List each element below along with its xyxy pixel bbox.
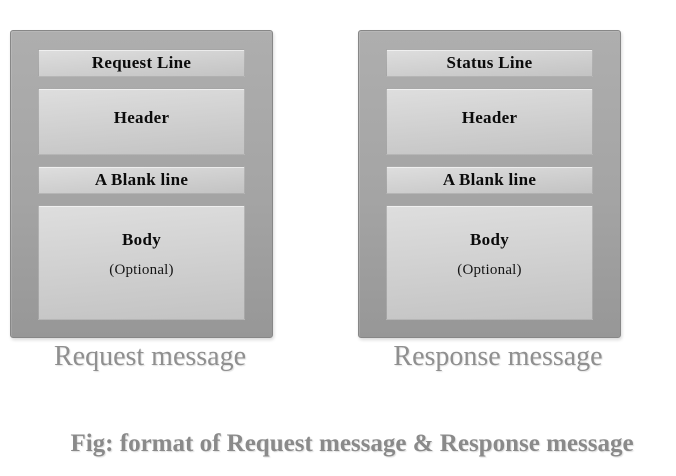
blank-line-box: A Blank line [386, 166, 593, 194]
request-message-panel: Request Line Header A Blank line Body (O… [10, 30, 273, 338]
status-line-label: Status Line [446, 53, 533, 72]
header-label: Header [113, 107, 170, 127]
header-box: Header [38, 88, 245, 155]
response-message-caption: Response message [393, 341, 603, 372]
body-box: Body (Optional) [38, 205, 245, 320]
body-label: Body [470, 230, 509, 249]
request-line-label: Request Line [91, 53, 192, 72]
body-box: Body (Optional) [386, 205, 593, 320]
body-optional-note: (Optional) [457, 262, 522, 278]
body-optional-note: (Optional) [109, 262, 174, 278]
blank-line-label: A Blank line [442, 170, 537, 189]
header-label: Header [461, 107, 518, 127]
figure-caption: Fig: format of Request message & Respons… [70, 430, 634, 457]
response-message-panel: Status Line Header A Blank line Body (Op… [358, 30, 621, 338]
request-message-caption: Request message [53, 341, 247, 372]
body-label: Body [122, 230, 161, 249]
request-line-box: Request Line [38, 49, 245, 77]
blank-line-box: A Blank line [38, 166, 245, 194]
header-box: Header [386, 88, 593, 155]
blank-line-label: A Blank line [94, 170, 189, 189]
status-line-box: Status Line [386, 49, 593, 77]
